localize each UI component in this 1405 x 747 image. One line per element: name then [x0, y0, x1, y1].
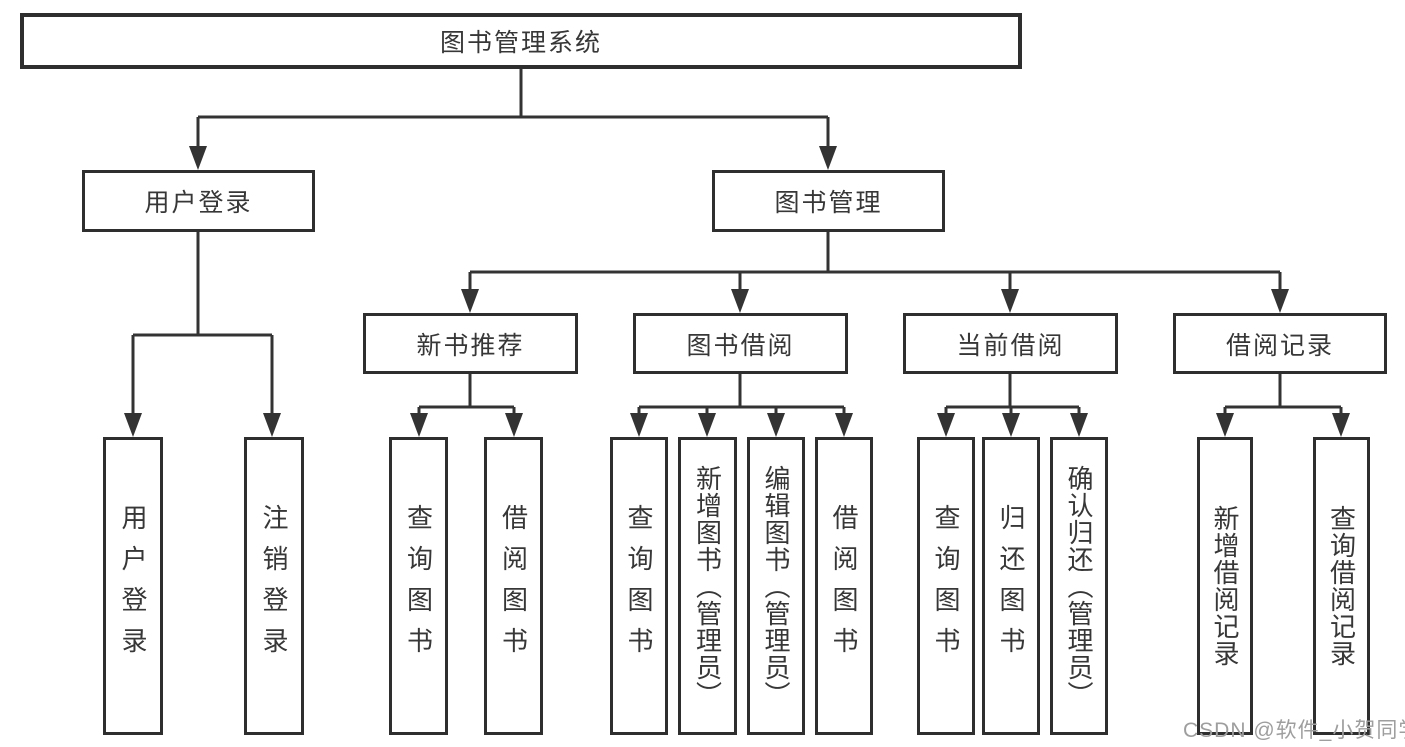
leaf-query-borrow-record: 查询借阅记录	[1313, 437, 1370, 735]
arrowheads	[124, 146, 1350, 437]
node-new-book-recommend: 新书推荐	[363, 313, 578, 374]
connector-borrow-to-leaves	[637, 373, 846, 433]
leaf-query-books-current: 查询图书	[917, 437, 975, 735]
leaf-borrow-books: 借阅图书	[815, 437, 873, 735]
node-book-borrow: 图书借阅	[633, 313, 848, 374]
leaf-add-borrow-record: 新增借阅记录	[1197, 437, 1253, 735]
leaf-add-book-admin: 新增图书（管理员）	[678, 437, 737, 735]
leaf-return-book: 归还图书	[982, 437, 1040, 735]
node-book-management: 图书管理	[712, 170, 945, 232]
leaf-user-login: 用户登录	[103, 437, 163, 735]
node-root-system: 图书管理系统	[20, 13, 1022, 69]
leaf-edit-book-admin: 编辑图书（管理员）	[747, 437, 805, 735]
connector-userlogin-to-leaves	[131, 231, 274, 433]
connector-records-to-leaves	[1223, 373, 1343, 433]
leaf-query-books-recommend: 查询图书	[389, 437, 448, 735]
node-borrow-records: 借阅记录	[1173, 313, 1387, 374]
watermark-text: CSDN @软件_小贺同学	[1183, 719, 1405, 742]
node-current-borrow: 当前借阅	[903, 313, 1118, 374]
connector-bookmgmt-to-level3	[468, 231, 1282, 309]
connector-paths	[131, 68, 1343, 433]
connector-newrec-to-leaves	[417, 373, 516, 433]
leaf-borrow-books-recommend: 借阅图书	[484, 437, 543, 735]
node-user-login: 用户登录	[82, 170, 315, 232]
leaf-logout: 注销登录	[244, 437, 304, 735]
leaf-confirm-return-admin: 确认归还（管理员）	[1050, 437, 1108, 735]
leaf-query-books-borrow: 查询图书	[610, 437, 668, 735]
connector-root-to-level2	[196, 68, 830, 166]
